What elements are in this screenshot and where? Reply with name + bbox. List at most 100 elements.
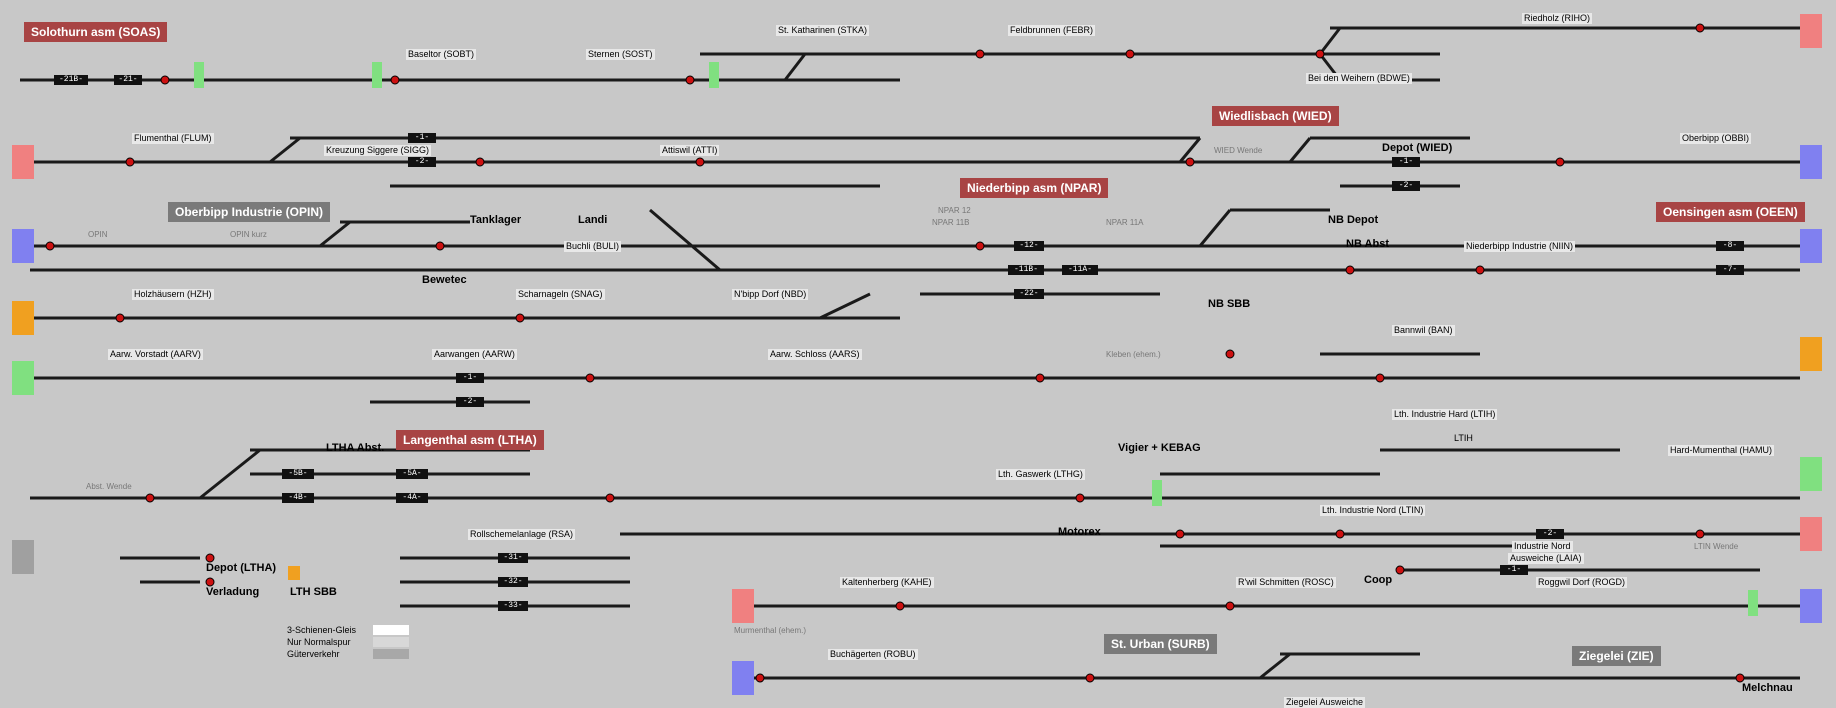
track-block[interactable]: -21- (114, 75, 142, 85)
station-label[interactable]: Scharnageln (SNAG) (516, 289, 605, 300)
station-label[interactable]: Lth. Industrie Nord (LTIN) (1320, 505, 1426, 516)
edge-connector-blue[interactable] (1800, 145, 1822, 179)
edge-connector-blue[interactable] (12, 229, 34, 263)
track-block[interactable]: -2- (408, 157, 436, 167)
track-block[interactable]: -12- (1014, 241, 1044, 251)
faint-label: Murmenthal (ehem.) (734, 626, 807, 635)
siding-label[interactable]: LTH SBB (290, 586, 337, 598)
track-block[interactable]: -1- (1392, 157, 1420, 167)
station-label[interactable]: Kreuzung Siggere (SIGG) (324, 145, 432, 156)
edge-connector-red[interactable] (1800, 14, 1822, 48)
station-title[interactable]: Oberbipp Industrie (OPIN) (168, 202, 331, 222)
track-block[interactable]: -5A- (396, 469, 428, 479)
edge-connector-green[interactable] (12, 361, 34, 395)
station-title[interactable]: Ziegelei (ZIE) (1572, 646, 1661, 666)
station-label[interactable]: Bannwil (BAN) (1392, 325, 1455, 336)
station-title[interactable]: Solothurn asm (SOAS) (24, 22, 168, 42)
station-label[interactable]: N'bipp Dorf (NBD) (732, 289, 809, 300)
track-block[interactable]: -21B- (54, 75, 88, 85)
edge-connector-blue[interactable] (1800, 229, 1822, 263)
station-label[interactable]: Oberbipp (OBBI) (1680, 133, 1752, 144)
legend-row: Güterverkehr (287, 648, 409, 660)
station-label[interactable]: Buchägerten (ROBU) (828, 649, 918, 660)
station-label[interactable]: Attiswil (ATTI) (660, 145, 720, 156)
station-title[interactable]: St. Urban (SURB) (1104, 634, 1217, 654)
station-label[interactable]: Baseltor (SOBT) (406, 49, 477, 60)
track-block[interactable]: -2- (456, 397, 484, 407)
station-label[interactable]: Lth. Industrie Hard (LTIH) (1392, 409, 1498, 420)
station-label[interactable]: Bei den Weihern (BDWE) (1306, 73, 1412, 84)
edge-connector-gray[interactable] (12, 540, 34, 574)
station-title[interactable]: Oensingen asm (OEEN) (1656, 202, 1805, 222)
track-block[interactable]: -33- (498, 601, 528, 611)
track-block[interactable]: -2- (1392, 181, 1420, 191)
edge-connector-red[interactable] (1800, 517, 1822, 551)
siding-label[interactable]: Tanklager (470, 214, 522, 226)
station-label[interactable]: Buchli (BULI) (564, 241, 622, 252)
station-label[interactable]: Lth. Gaswerk (LTHG) (996, 469, 1085, 480)
track-block[interactable]: -8- (1716, 241, 1744, 251)
track-block[interactable]: -4B- (282, 493, 314, 503)
station-label[interactable]: Roggwil Dorf (ROGD) (1536, 577, 1628, 588)
track-block[interactable]: -11A- (1062, 265, 1098, 275)
edge-connector-green[interactable] (1800, 457, 1822, 491)
edge-connector-blue[interactable] (732, 661, 754, 695)
track-block[interactable]: -1- (408, 133, 436, 143)
siding-label[interactable]: NB Depot (1328, 214, 1379, 226)
track-block[interactable]: -1- (456, 373, 484, 383)
edge-connector-orange[interactable] (12, 301, 34, 335)
station-label[interactable]: Sternen (SOST) (586, 49, 655, 60)
track-block[interactable]: -4A- (396, 493, 428, 503)
station-label[interactable]: Ausweiche (LAIA) (1508, 553, 1584, 564)
edge-connector-orange[interactable] (288, 566, 300, 580)
station-title[interactable]: Langenthal asm (LTHA) (396, 430, 544, 450)
station-label[interactable]: Flumenthal (FLUM) (132, 133, 214, 144)
station-label[interactable]: R'wil Schmitten (ROSC) (1236, 577, 1336, 588)
siding-label[interactable]: NB SBB (1208, 298, 1251, 310)
siding-label[interactable]: Motorex (1058, 526, 1101, 538)
faint-label: NPAR 11A (1106, 218, 1144, 227)
track-block[interactable]: -22- (1014, 289, 1044, 299)
station-label[interactable]: Aarw. Vorstadt (AARV) (108, 349, 203, 360)
station-label[interactable]: Hard-Mumenthal (HAMU) (1668, 445, 1775, 456)
legend-swatch (373, 637, 409, 647)
siding-label[interactable]: Coop (1364, 574, 1393, 586)
station-label[interactable]: Niederbipp Industrie (NIIN) (1464, 241, 1576, 252)
station-label[interactable]: Riedholz (RIHO) (1522, 13, 1593, 24)
track-block[interactable]: -11B- (1008, 265, 1044, 275)
faint-label: LTIN Wende (1694, 542, 1739, 551)
station-title[interactable]: Wiedlisbach (WIED) (1212, 106, 1339, 126)
station-label[interactable]: Aarwangen (AARW) (432, 349, 517, 360)
station-label[interactable]: Ziegelei Ausweiche (1284, 697, 1366, 708)
siding-label[interactable]: Bewetec (422, 274, 467, 286)
station-label[interactable]: Feldbrunnen (FEBR) (1008, 25, 1096, 36)
track-block[interactable]: -32- (498, 577, 528, 587)
station-label[interactable]: Aarw. Schloss (AARS) (768, 349, 862, 360)
siding-label[interactable]: Landi (578, 214, 608, 226)
siding-label[interactable]: LTHA Abst. (326, 442, 385, 454)
siding-label[interactable]: NB Abst (1346, 238, 1389, 250)
track-block[interactable]: -2- (1536, 529, 1564, 539)
station-label[interactable]: Kaltenherberg (KAHE) (840, 577, 934, 588)
track-block[interactable]: -1- (1500, 565, 1528, 575)
edge-connector-red[interactable] (732, 589, 754, 623)
station-label[interactable]: St. Katharinen (STKA) (776, 25, 870, 36)
track-block[interactable]: -31- (498, 553, 528, 563)
siding-label[interactable]: Depot (LTHA) (206, 562, 277, 574)
track-block[interactable]: -7- (1716, 265, 1744, 275)
station-label[interactable]: LTIH (1454, 433, 1473, 443)
station-label[interactable]: Rollschemelanlage (RSA) (468, 529, 576, 540)
siding-label[interactable]: Verladung (206, 586, 260, 598)
station-title[interactable]: Niederbipp asm (NPAR) (960, 178, 1109, 198)
siding-label[interactable]: Vigier + KEBAG (1118, 442, 1201, 454)
station-label[interactable]: Holzhäusern (HZH) (132, 289, 214, 300)
siding-label[interactable]: Depot (WIED) (1382, 142, 1453, 154)
edge-connector-orange[interactable] (1800, 337, 1822, 371)
edge-connector-blue[interactable] (1800, 589, 1822, 623)
track-block[interactable]: -5B- (282, 469, 314, 479)
legend-swatch (373, 649, 409, 659)
siding-label[interactable]: Melchnau (1742, 682, 1793, 694)
legend-label: Nur Normalspur (287, 637, 351, 647)
station-label[interactable]: Industrie Nord (1512, 541, 1573, 552)
edge-connector-red[interactable] (12, 145, 34, 179)
